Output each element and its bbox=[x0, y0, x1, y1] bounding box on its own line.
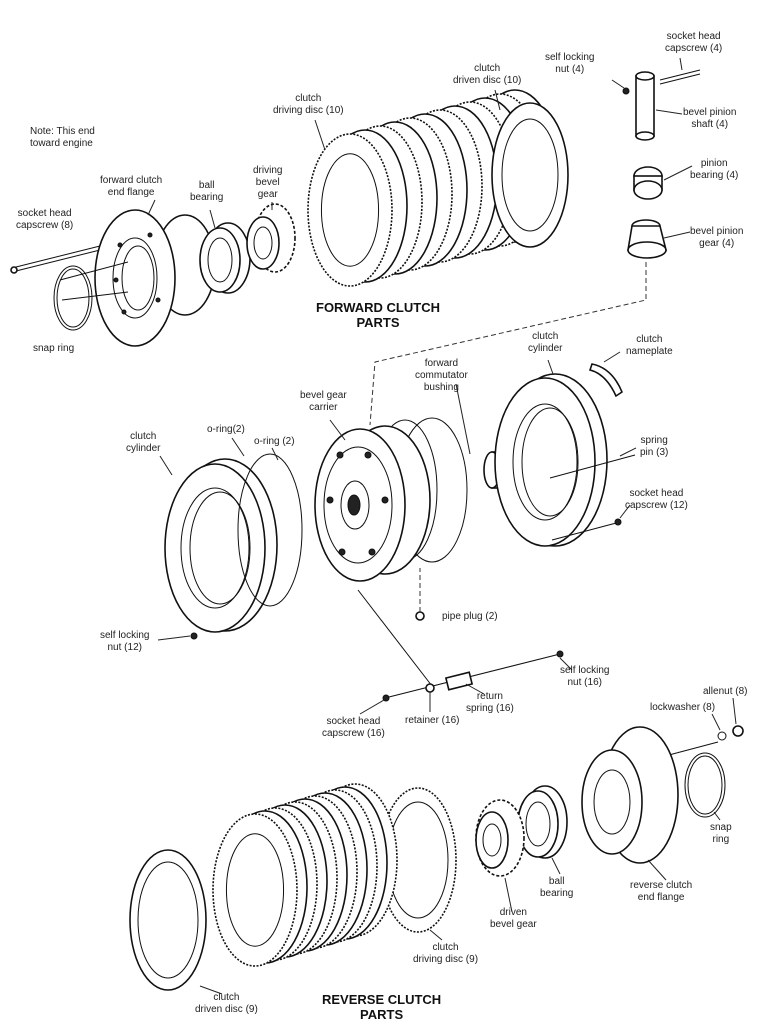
socket-head-capscrew-16-label: socket head capscrew (16) bbox=[322, 716, 385, 739]
bevel-gear-carrier-label: bevel gear carrier bbox=[300, 390, 347, 413]
return-spring-16-label: return spring (16) bbox=[466, 691, 514, 714]
clutch-cylinder-left-part bbox=[164, 458, 278, 633]
bevel-pinion-gear-4-label: bevel pinion gear (4) bbox=[690, 226, 744, 249]
self-locking-nut-12-label: self locking nut (12) bbox=[100, 630, 150, 653]
return-spring-assembly-part bbox=[382, 650, 564, 702]
o-ring-2-a-label: o-ring(2) bbox=[207, 424, 245, 435]
clutch-driven-disc-10-label: clutch driven disc (10) bbox=[453, 63, 522, 86]
clutch-cylinder-left-label: clutch cylinder bbox=[126, 431, 161, 454]
pinion-bearing-part bbox=[633, 166, 663, 200]
note-label: Note: This end toward engine bbox=[30, 126, 95, 149]
forward-stack-bore bbox=[320, 153, 380, 267]
forward-commutator-bushing-label: forward commutator bushing bbox=[415, 358, 468, 393]
socket-head-capscrew-8-label: socket head capscrew (8) bbox=[16, 208, 74, 231]
socket-head-capscrew-8-part bbox=[10, 242, 113, 274]
pipe-plug-part bbox=[415, 611, 425, 621]
ball-bearing-top-part bbox=[199, 222, 251, 294]
o-ring-a-part bbox=[237, 453, 303, 607]
clutch-driven-disc-9-label: clutch driven disc (9) bbox=[195, 992, 258, 1015]
snap-ring-top-part bbox=[53, 265, 93, 331]
pipe-plug-2-label: pipe plug (2) bbox=[442, 611, 498, 622]
driving-bevel-gear-part bbox=[246, 203, 296, 273]
bevel-gear-carrier-part bbox=[314, 425, 431, 582]
reverse-clutch-disc-stack bbox=[212, 783, 398, 967]
forward-stack-disc bbox=[307, 133, 393, 287]
forward-clutch-parts-title: FORWARD CLUTCH PARTS bbox=[316, 300, 440, 330]
clutch-cylinder-right-label: clutch cylinder bbox=[528, 331, 563, 354]
lockwasher-part bbox=[717, 731, 727, 741]
allenut-8-label: allenut (8) bbox=[703, 686, 748, 697]
reverse-clutch-end-flange-label: reverse clutch end flange bbox=[630, 880, 693, 903]
forward-clutch-end-flange-part bbox=[94, 209, 216, 347]
self-locking-nut-4-label: self locking nut (4) bbox=[545, 52, 595, 75]
spring-pin-3-label: spring pin (3) bbox=[640, 435, 669, 458]
snap-ring-top-label: snap ring bbox=[33, 343, 75, 354]
bevel-pinion-shaft-part bbox=[622, 69, 701, 141]
bevel-pinion-gear-part bbox=[627, 219, 668, 259]
reverse-clutch-end-flange-part bbox=[581, 726, 679, 864]
socket-head-capscrew-4-label: socket head capscrew (4) bbox=[665, 31, 723, 54]
pinion-bearing-4-label: pinion bearing (4) bbox=[690, 158, 739, 181]
clutch-nameplate-label: clutch nameplate bbox=[626, 334, 673, 357]
forward-clutch-end-flange-label: forward clutch end flange bbox=[100, 175, 163, 198]
driven-bevel-gear-part bbox=[475, 799, 525, 877]
socket-head-capscrew-12-label: socket head capscrew (12) bbox=[625, 488, 688, 511]
reverse-clutch-parts-title: REVERSE CLUTCH PARTS bbox=[322, 992, 442, 1022]
ball-bearing-top-label: ball bearing bbox=[190, 180, 224, 203]
self-locking-nut-12-part bbox=[190, 632, 198, 640]
driven-bevel-gear-label: driven bevel gear bbox=[490, 907, 537, 930]
reverse-stack-disc bbox=[212, 813, 298, 967]
bevel-pinion-shaft-4-label: bevel pinion shaft (4) bbox=[683, 107, 737, 130]
leader-lines bbox=[147, 57, 737, 995]
snap-ring-bottom-part bbox=[684, 752, 726, 818]
clutch-cylinder-right-part bbox=[494, 373, 608, 547]
clutch-driven-disc-10-part bbox=[491, 102, 569, 248]
self-locking-nut-16-label: self locking nut (16) bbox=[560, 665, 610, 688]
retainer-16-label: retainer (16) bbox=[405, 715, 460, 726]
clutch-driven-disc-9-part bbox=[129, 849, 207, 991]
ball-bearing-bottom-part bbox=[517, 785, 568, 859]
snap-ring-bottom-label: snap ring bbox=[710, 822, 732, 845]
clutch-driving-disc-9-label: clutch driving disc (9) bbox=[413, 942, 479, 965]
driving-bevel-gear-label: driving bevel gear bbox=[253, 165, 283, 200]
clutch-driving-disc-10-label: clutch driving disc (10) bbox=[273, 93, 344, 116]
ball-bearing-bottom-label: ball bearing bbox=[540, 876, 574, 899]
o-ring-2-b-label: o-ring (2) bbox=[254, 436, 295, 447]
clutch-nameplate-part bbox=[588, 363, 623, 398]
allenut-part bbox=[732, 725, 744, 737]
reverse-stack-bore bbox=[225, 833, 285, 947]
lockwasher-8-label: lockwasher (8) bbox=[650, 702, 716, 713]
